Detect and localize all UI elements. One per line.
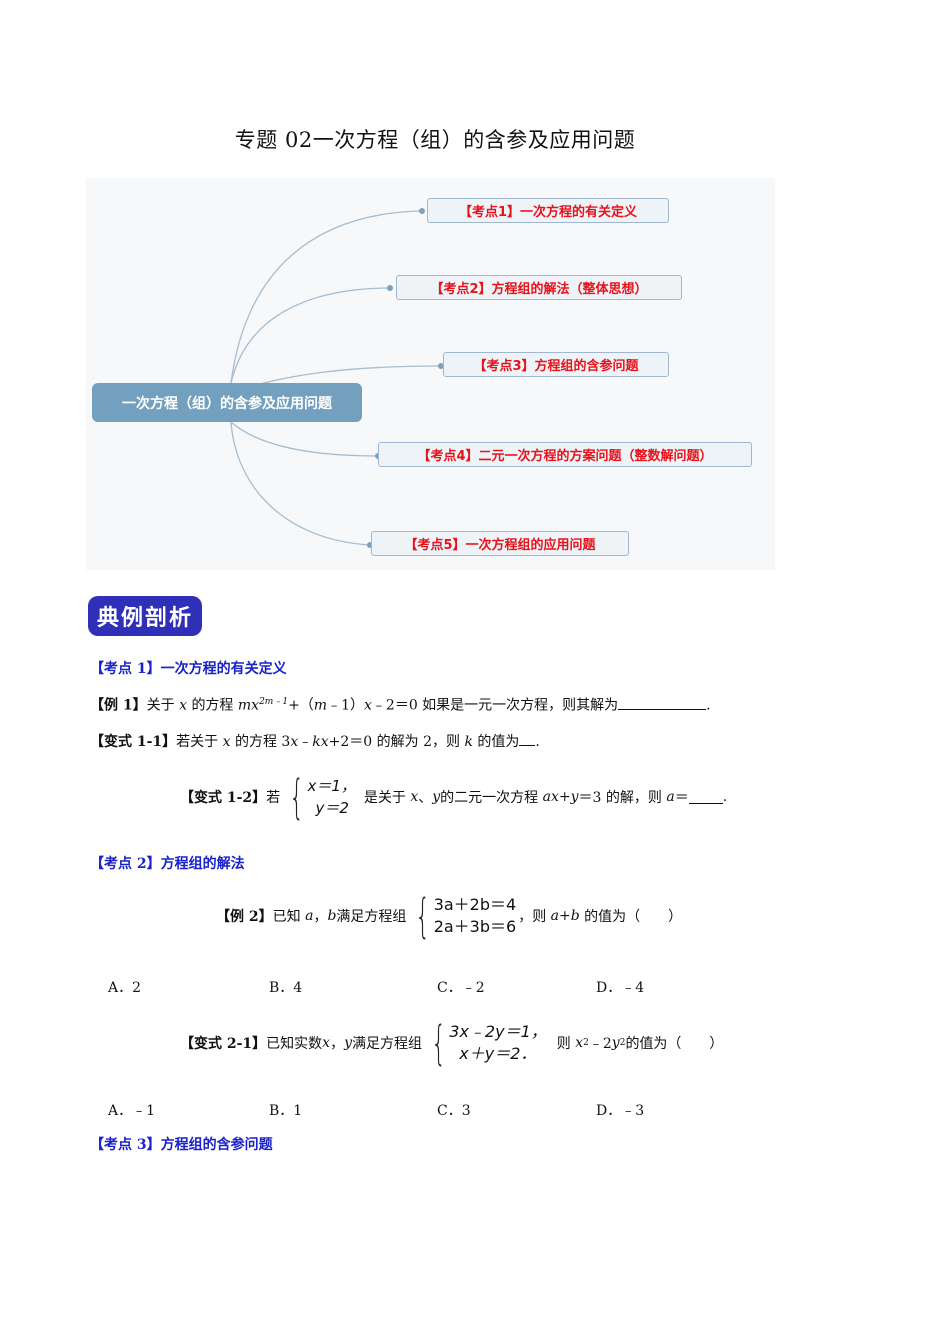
option-c[interactable]: C．3	[437, 1103, 471, 1119]
option-c[interactable]: C．﹣2	[437, 980, 485, 996]
brace-icon: {	[415, 889, 431, 943]
page-title: 专题 02一次方程（组）的含参及应用问题	[234, 128, 636, 152]
example-tag: 【变式 2-1】	[180, 1036, 267, 1052]
answer-blank[interactable]	[618, 697, 707, 710]
answer-blank[interactable]	[519, 733, 536, 746]
option-b[interactable]: B．4	[269, 980, 303, 996]
option-d[interactable]: D．﹣4	[596, 980, 645, 996]
mind-map-root: 一次方程（组）的含参及应用问题	[92, 383, 362, 422]
mind-map-branch-3: 【考点3】方程组的含参问题	[443, 352, 669, 377]
variant-1-1: 【变式 1-1】若关于 x 的方程 3x﹣kx+2＝0 的解为 2，则 k 的值…	[90, 733, 540, 750]
section-heading-1: 【考点 1】一次方程的有关定义	[90, 661, 287, 677]
equation-system: { x＝1， y＝2	[289, 770, 356, 824]
answer-blank[interactable]	[688, 791, 723, 804]
example-tag: 【变式 1-2】	[180, 790, 267, 806]
section-heading-3: 【考点 3】方程组的含参问题	[90, 1137, 273, 1153]
mind-map: 一次方程（组）的含参及应用问题 【考点1】一次方程的有关定义 【考点2】方程组的…	[86, 178, 775, 570]
equation-system: { 3a＋2b＝4 2a＋3b＝6	[415, 889, 517, 943]
brace-icon: {	[431, 1016, 446, 1070]
mind-map-connectors	[230, 208, 444, 548]
brace-icon: {	[289, 770, 305, 824]
example-1: 【例 1】关于 x 的方程 mx2m﹣1+（m﹣1）x﹣2＝0 如果是一元一次方…	[90, 697, 711, 714]
option-d[interactable]: D．﹣3	[596, 1103, 645, 1119]
section-heading-2: 【考点 2】方程组的解法	[90, 856, 245, 872]
example-tag: 【例 1】	[90, 697, 147, 714]
mind-map-branch-2: 【考点2】方程组的解法（整体思想）	[396, 275, 682, 300]
example-tag: 【变式 1-1】	[90, 734, 177, 750]
mind-map-branch-5: 【考点5】一次方程组的应用问题	[371, 531, 629, 556]
option-a[interactable]: A．﹣1	[108, 1103, 156, 1119]
option-a[interactable]: A．2	[108, 980, 142, 996]
equation-system: { 3x﹣2y＝1， x＋y＝2．	[431, 1016, 547, 1070]
examples-badge: 典例剖析	[88, 596, 202, 636]
option-b[interactable]: B．1	[269, 1103, 303, 1119]
mind-map-branch-1: 【考点1】一次方程的有关定义	[427, 198, 669, 223]
example-tag: 【例 2】	[216, 909, 273, 925]
mind-map-branch-4: 【考点4】二元一次方程的方案问题（整数解问题）	[378, 442, 752, 467]
